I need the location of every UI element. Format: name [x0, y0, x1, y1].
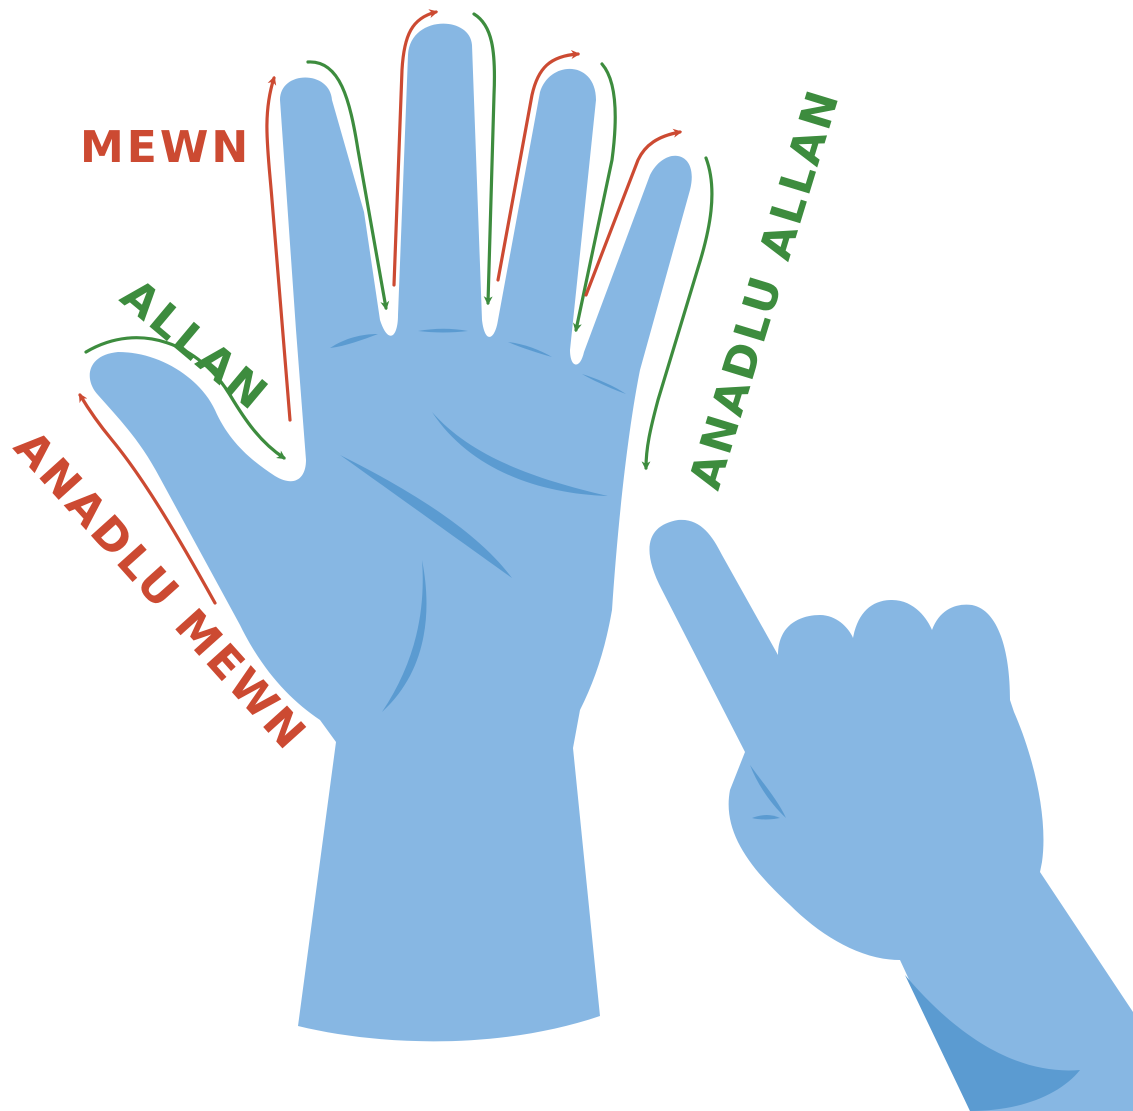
- label-mewn: MEWN: [80, 122, 251, 173]
- open-hand-glove: [90, 24, 692, 1042]
- open-hand: [90, 24, 692, 1042]
- pointing-hand-glove: [649, 520, 1133, 1111]
- pointing-hand: [649, 520, 1133, 1111]
- label-anadlu-allan: ANADLU ALLAN: [680, 82, 850, 495]
